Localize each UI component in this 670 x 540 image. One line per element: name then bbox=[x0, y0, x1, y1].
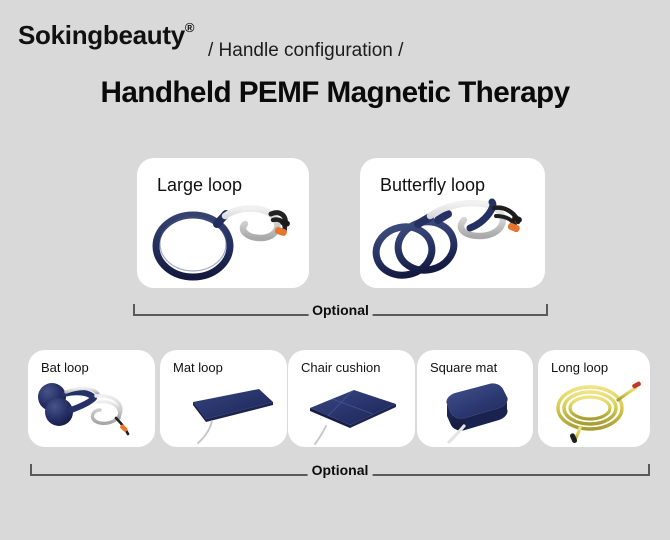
brand-name: Sokingbeauty bbox=[18, 20, 185, 50]
product-label: Large loop bbox=[157, 175, 243, 195]
page-header: Sokingbeauty® / Handle configuration / H… bbox=[0, 0, 670, 120]
bracket-tick-left bbox=[30, 464, 32, 476]
square-mat-illustration bbox=[446, 383, 508, 444]
product-card-butterfly-loop[interactable]: Butterfly loop bbox=[360, 158, 545, 288]
product-card-square-mat[interactable]: Square mat bbox=[417, 350, 533, 447]
long-loop-illustration bbox=[556, 381, 641, 444]
bat-loop-illustration bbox=[38, 383, 130, 436]
chair-cushion-illustration bbox=[310, 390, 396, 445]
bracket-tick-left bbox=[133, 304, 135, 316]
butterfly-loop-illustration bbox=[372, 198, 522, 279]
product-label: Long loop bbox=[551, 360, 609, 375]
bracket-tick-right bbox=[546, 304, 548, 316]
optional-label: Optional bbox=[308, 302, 373, 318]
product-card-mat-loop[interactable]: Mat loop bbox=[160, 350, 287, 447]
optional-bracket-bottom: Optional bbox=[30, 456, 650, 482]
product-label: Mat loop bbox=[173, 360, 223, 375]
bracket-tick-right bbox=[648, 464, 650, 476]
brand-logo: Sokingbeauty® bbox=[18, 20, 194, 51]
product-label: Bat loop bbox=[41, 360, 89, 375]
registered-trademark-icon: ® bbox=[184, 20, 195, 36]
product-label: Chair cushion bbox=[301, 360, 381, 375]
page-title: Handheld PEMF Magnetic Therapy bbox=[100, 76, 570, 109]
large-loop-illustration bbox=[152, 205, 290, 281]
product-card-large-loop[interactable]: Large loop bbox=[137, 158, 309, 288]
product-card-long-loop[interactable]: Long loop bbox=[538, 350, 650, 447]
page-subtitle: / Handle configuration / bbox=[208, 40, 404, 61]
mat-loop-illustration bbox=[193, 389, 273, 444]
product-label: Square mat bbox=[430, 360, 498, 375]
optional-bracket-top: Optional bbox=[133, 296, 548, 322]
product-label: Butterfly loop bbox=[380, 175, 486, 195]
product-card-bat-loop[interactable]: Bat loop bbox=[28, 350, 155, 447]
product-card-chair-cushion[interactable]: Chair cushion bbox=[288, 350, 415, 447]
optional-label: Optional bbox=[307, 462, 373, 478]
